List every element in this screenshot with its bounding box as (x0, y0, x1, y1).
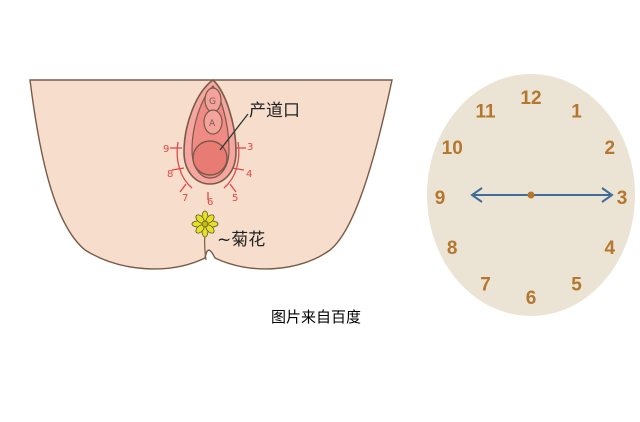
label-anus: ~菊花 (217, 230, 265, 250)
clock-number-3: 3 (617, 188, 628, 209)
clock-number-7: 7 (480, 275, 491, 296)
clock-number-5: 5 (571, 275, 582, 296)
clock-number-11: 11 (475, 101, 496, 122)
urethra (203, 109, 223, 135)
clock-number-9: 9 (435, 188, 446, 209)
image-caption: 图片来自百度 (271, 308, 362, 326)
clock-center (527, 191, 535, 199)
clock-hand (470, 187, 614, 203)
around-num-6: 6 (207, 197, 213, 208)
gluteal-cleft (203, 234, 207, 261)
perineum-diagram: G A 9 3 8 4 7 6 5 产道口 (29, 78, 393, 270)
label-g: G (209, 97, 216, 107)
clock-number-12: 12 (520, 88, 541, 109)
around-num-3: 3 (247, 142, 253, 153)
label-vaginal-opening: 产道口 (249, 101, 300, 121)
clock-number-4: 4 (605, 238, 616, 259)
around-num-8: 8 (167, 169, 173, 180)
around-num-7: 7 (182, 193, 188, 204)
clock-number-10: 10 (442, 138, 463, 159)
red-marks (170, 141, 246, 200)
around-num-9: 9 (163, 144, 169, 155)
around-num-4: 4 (246, 169, 252, 180)
around-num-5: 5 (232, 193, 238, 204)
clock-number-8: 8 (447, 238, 458, 259)
label-a: A (209, 119, 216, 129)
clock-number-2: 2 (605, 138, 616, 159)
pointer-line (219, 113, 249, 151)
vaginal-opening (192, 140, 228, 176)
clock-number-6: 6 (526, 288, 537, 309)
clock-number-1: 1 (571, 101, 582, 122)
anus-flower-icon (191, 210, 219, 238)
around-numbers: 9 3 8 4 7 6 5 (163, 142, 253, 208)
